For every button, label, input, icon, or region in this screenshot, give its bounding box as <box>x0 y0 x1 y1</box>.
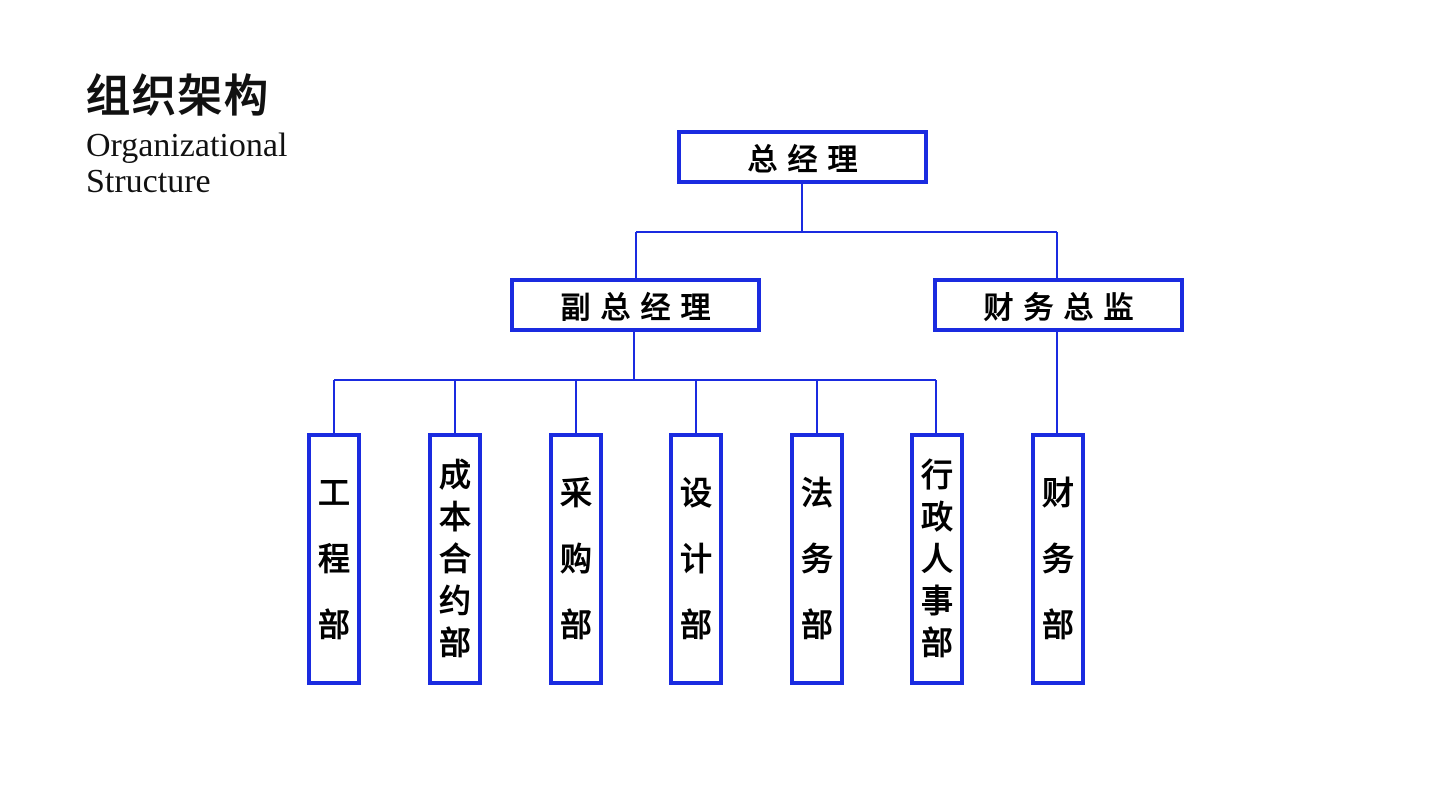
node-department-design: 设计部 <box>669 433 723 685</box>
page-subtitle: Organizational Structure <box>86 128 287 200</box>
subtitle-line-2: Structure <box>86 163 211 200</box>
node-label: 法务部 <box>800 474 833 644</box>
page-title: 组织架构 <box>86 71 270 122</box>
node-department-admin-hr: 行政人事部 <box>910 433 964 685</box>
node-label: 行政人事部 <box>920 456 953 662</box>
node-department-finance: 财务部 <box>1031 433 1085 685</box>
subtitle-line-1: Organizational <box>86 127 288 164</box>
node-label: 工程部 <box>317 474 350 644</box>
node-deputy-general-manager: 副总经理 <box>510 278 761 332</box>
node-label: 财务总监 <box>983 291 1144 326</box>
node-department-procurement: 采购部 <box>549 433 603 685</box>
node-label: 总经理 <box>747 143 868 178</box>
node-general-manager: 总经理 <box>677 130 928 184</box>
node-label: 副总经理 <box>560 291 721 326</box>
node-label: 采购部 <box>559 474 592 644</box>
node-label: 设计部 <box>679 474 712 644</box>
node-department-engineering: 工程部 <box>307 433 361 685</box>
node-chief-financial-officer: 财务总监 <box>933 278 1184 332</box>
node-department-cost-contract: 成本合约部 <box>428 433 482 685</box>
node-label: 成本合约部 <box>438 456 471 662</box>
node-label: 财务部 <box>1041 474 1074 644</box>
node-department-legal: 法务部 <box>790 433 844 685</box>
